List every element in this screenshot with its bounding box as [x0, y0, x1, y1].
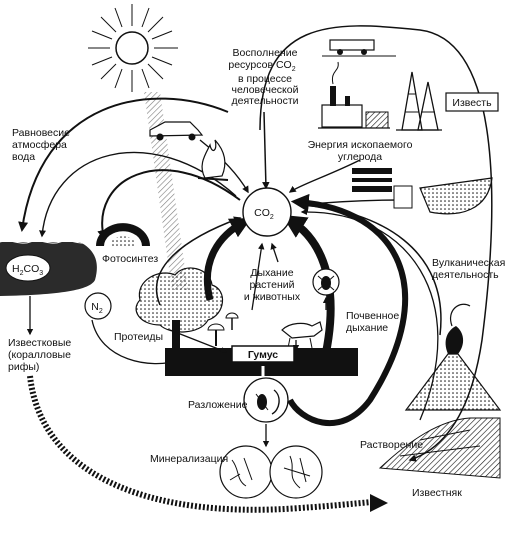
coal-seam-icon — [352, 168, 413, 209]
svg-text:деятельности: деятельности — [232, 95, 299, 107]
arrow-combustion-to-co2 — [262, 111, 270, 190]
svg-text:Энергия ископаемого: Энергия ископаемого — [308, 139, 413, 151]
factory-icon — [318, 61, 390, 129]
car-icon — [149, 121, 204, 141]
co2-node: CO2 — [242, 187, 292, 237]
sun-icon — [88, 4, 178, 92]
limestone-mound — [378, 417, 501, 479]
mineralization-node — [219, 445, 323, 499]
bug-icon — [312, 268, 340, 296]
volcano-icon — [404, 303, 502, 411]
decomposition-node — [243, 377, 289, 423]
calcareous-label: Известковые (коралловые рифы) — [8, 337, 71, 373]
arc-fossil-to-co2 — [288, 159, 361, 193]
svg-text:Вулканическая: Вулканическая — [432, 257, 505, 269]
arc-photosynthesis — [97, 169, 241, 240]
arrow-respiration-up2 — [270, 242, 279, 263]
svg-text:человеческой: человеческой — [232, 84, 299, 96]
svg-text:Известь: Известь — [452, 97, 492, 109]
svg-text:вода: вода — [12, 151, 35, 163]
svg-text:рифы): рифы) — [8, 361, 39, 373]
svg-text:CO2: CO2 — [254, 207, 274, 221]
svg-text:дыхание: дыхание — [346, 322, 388, 334]
arrow-respiration-up — [251, 242, 265, 311]
mineralization-label: Минерализация — [150, 453, 228, 465]
svg-text:ресурсов CO2: ресурсов CO2 — [228, 59, 295, 73]
svg-text:Гумус: Гумус — [248, 349, 278, 361]
n2-node: N2 — [84, 292, 112, 320]
svg-text:Равновесие: Равновесие — [12, 127, 70, 139]
combustion-label: Воспoлнение ресурсов CO2 в процессе чело… — [228, 47, 298, 107]
svg-text:(коралловые: (коралловые — [8, 349, 71, 361]
fossil-energy-label: Энергия ископаемого углерода — [308, 139, 413, 163]
sunlight-beam — [144, 92, 188, 290]
svg-text:и животных: и животных — [244, 291, 301, 303]
svg-text:в процессе: в процессе — [238, 73, 292, 85]
decomposition-label: Разложение — [188, 399, 248, 411]
fire-icon — [197, 139, 229, 181]
respiration-label: Дыхание растений и животных — [244, 267, 301, 303]
photosynthesis-label: Фотосинтез — [102, 253, 158, 265]
arc-car-to-co2 — [199, 139, 249, 194]
heavy-arrow-outer — [287, 193, 409, 426]
arc-reef-to-limestone — [27, 375, 373, 513]
oil-derrick-icon — [396, 71, 442, 131]
svg-text:деятельность: деятельность — [432, 269, 499, 281]
arc-sun-to-water — [18, 97, 229, 232]
ocean-water: H2CO3 — [0, 240, 97, 296]
svg-text:Известковые: Известковые — [8, 337, 71, 349]
svg-text:атмосфера: атмосфера — [12, 139, 67, 151]
limestone-label: Известняк — [412, 487, 462, 499]
svg-text:Дыхание: Дыхание — [250, 267, 293, 279]
equilibrium-label: Равновесие атмосфера вода — [12, 127, 70, 163]
lime-box: Известь — [445, 92, 499, 112]
svg-text:N2: N2 — [91, 301, 103, 315]
svg-text:H2CO3: H2CO3 — [12, 263, 43, 277]
svg-text:Почвенное: Почвенное — [346, 310, 399, 322]
svg-text:углерода: углерода — [338, 151, 382, 163]
truck-icon — [322, 39, 396, 57]
arc-volcano-to-co2 — [298, 201, 442, 336]
arc-fossil2-to-co2 — [298, 199, 401, 208]
soil-respiration-label: Почвенное дыхание — [346, 310, 399, 334]
proteins-label: Протеиды — [114, 331, 163, 343]
oil-reservoir-icon — [419, 177, 493, 215]
arrowhead-limestone — [370, 494, 388, 512]
volcanic-label: Вулканическая деятельность — [432, 257, 505, 281]
svg-text:растений: растений — [250, 279, 295, 291]
svg-text:Воспoлнение: Воспoлнение — [233, 47, 298, 59]
arrow-plants-to-humus — [169, 329, 228, 354]
mushroom-icon — [207, 312, 239, 346]
leaf-icon — [96, 223, 150, 246]
animal-icon — [281, 321, 323, 349]
